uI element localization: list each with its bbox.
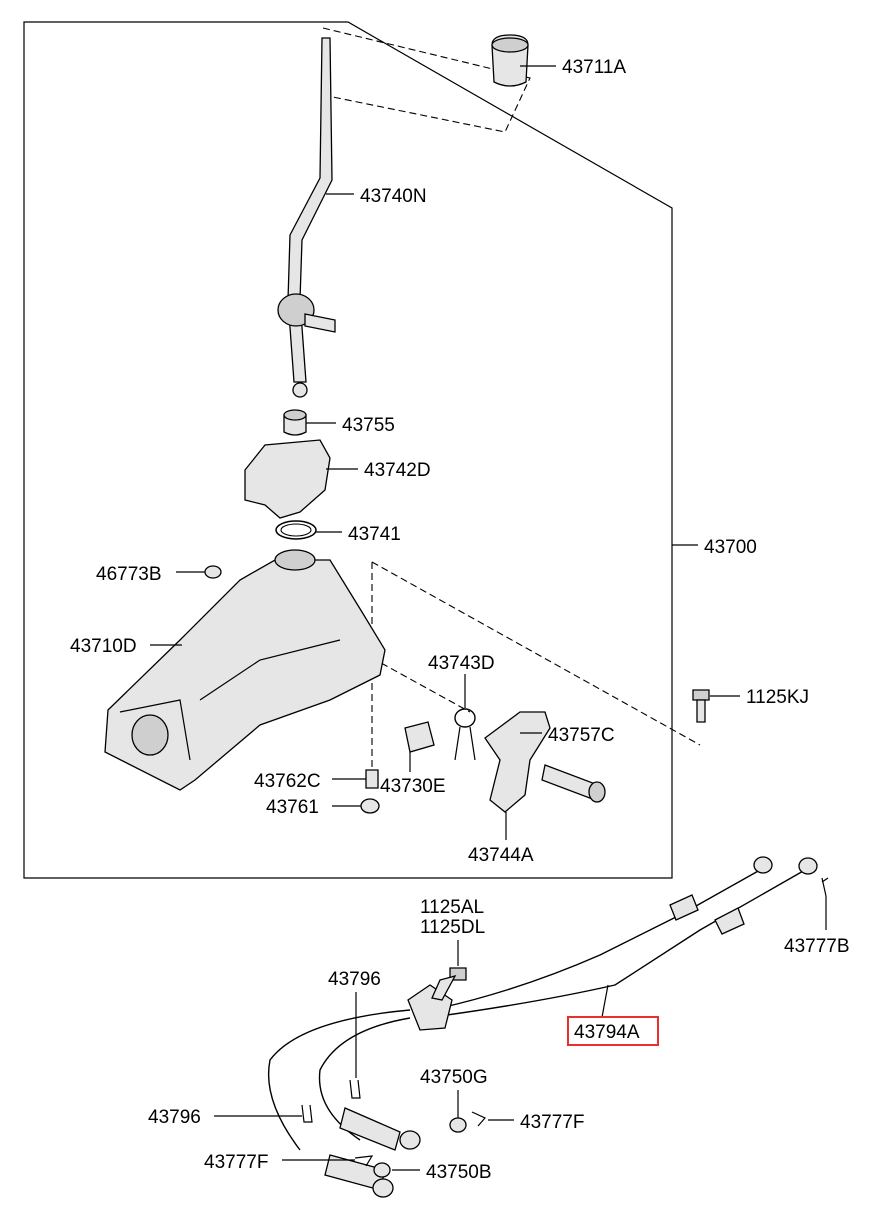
bushing [283,409,307,436]
lever-socket [244,439,331,519]
label-43744a: 43744A [468,845,534,866]
label-43796-left: 43796 [148,1107,201,1128]
spring-clip [454,708,476,761]
o-ring [275,520,317,540]
label-43794a-highlight [567,1016,659,1046]
dashed-leader-knob [322,27,531,133]
washer-43750b [373,1162,391,1178]
select-lever-bracket [484,711,551,813]
label-43742d: 43742D [364,460,431,481]
pin-43757c [541,764,606,803]
label-43741: 43741 [348,524,401,545]
label-43755: 43755 [342,415,395,436]
washer-43750g [449,1117,467,1133]
label-43700: 43700 [704,537,757,558]
label-43777b: 43777B [784,936,850,957]
cotter-pin-43777b [821,877,829,897]
bolt-1125al [431,967,467,1001]
label-43711a: 43711A [562,57,626,78]
bolt-1125kj [692,689,710,723]
washer [204,565,222,579]
shifter-housing [104,559,386,791]
label-43777f-left: 43777F [204,1152,268,1173]
label-43761: 43761 [266,797,319,818]
label-43757c: 43757C [548,725,615,746]
label-43730e: 43730E [380,776,446,797]
dashed-leader-bolt [371,561,701,746]
label-43796-top: 43796 [328,969,381,990]
label-43777f-right: 43777F [520,1112,584,1133]
shift-knob [491,34,529,87]
label-43750b: 43750B [426,1162,492,1183]
cotter-pin-43777f-right [471,1111,486,1127]
cotter-pin-43777f-left [354,1155,374,1167]
label-43743d: 43743D [428,653,495,674]
label-46773b: 46773B [96,564,162,585]
bushing-43730e [404,721,435,753]
cap-43761 [360,798,380,814]
label-43762c: 43762C [254,771,321,792]
label-1125kj: 1125KJ [746,687,809,708]
clip-43796-lower [301,1104,313,1123]
shift-lever [277,37,336,398]
assembly-boundary [23,21,673,879]
label-1125al: 1125AL [420,897,484,918]
label-43794a: 43794A [574,1022,640,1043]
clip-43796-upper [349,1079,361,1099]
pin-43762c [365,769,379,789]
label-43750g: 43750G [420,1067,488,1088]
label-1125dl: 1125DL [420,917,485,938]
label-43740n: 43740N [360,186,427,207]
cable-assembly [267,856,818,1198]
label-43710d: 43710D [70,636,137,657]
